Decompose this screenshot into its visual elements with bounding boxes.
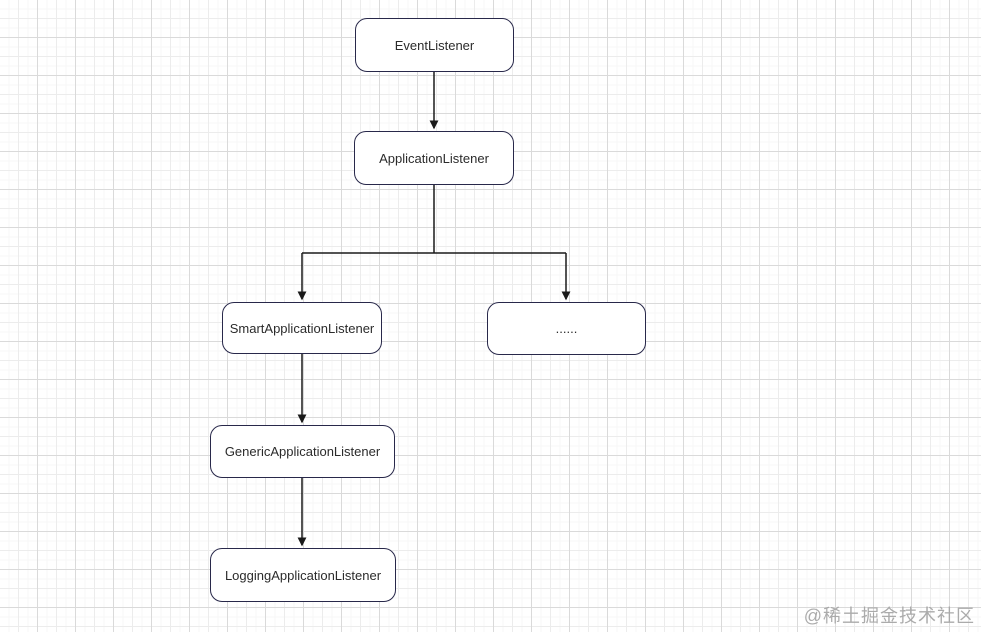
node-generic-application-listener: GenericApplicationListener (210, 425, 395, 478)
node-logging-application-listener: LoggingApplicationListener (210, 548, 396, 602)
node-event-listener: EventListener (355, 18, 514, 72)
node-ellipsis: ...... (487, 302, 646, 355)
node-label: ApplicationListener (379, 150, 489, 166)
node-label: EventListener (394, 37, 475, 53)
watermark: @稀土掘金技术社区 (803, 606, 975, 626)
edge-application-branch (302, 185, 566, 254)
node-smart-application-listener: SmartApplicationListener (222, 302, 382, 354)
node-label: GenericApplicationListener (224, 444, 381, 459)
node-label: LoggingApplicationListener (224, 567, 382, 583)
node-label: ...... (555, 321, 578, 336)
node-label: SmartApplicationListener (229, 320, 375, 336)
node-application-listener: ApplicationListener (354, 131, 514, 185)
